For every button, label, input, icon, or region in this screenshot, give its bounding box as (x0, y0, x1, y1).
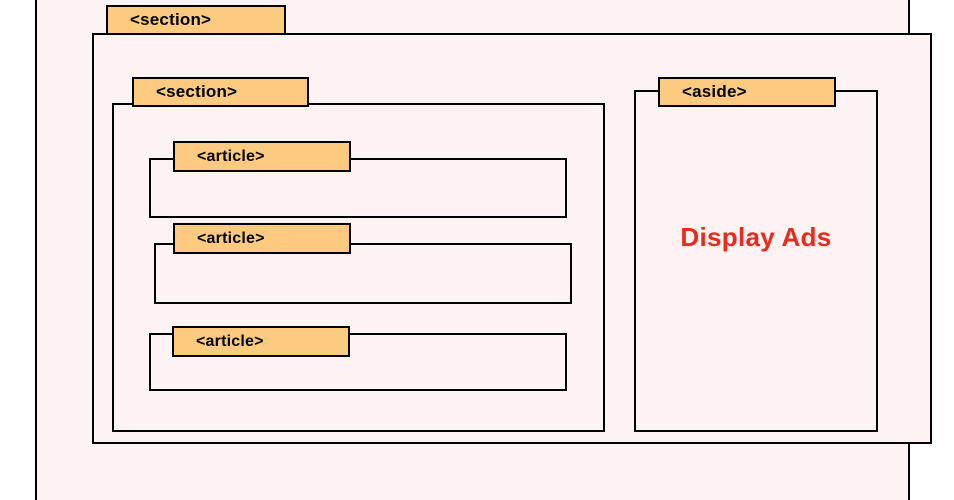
tag-aside[interactable]: <aside> (658, 77, 836, 107)
tag-article-1[interactable]: <article> (173, 141, 351, 172)
tag-article-3[interactable]: <article> (172, 326, 350, 357)
tag-inner-section[interactable]: <section> (132, 77, 309, 107)
region-aside (634, 90, 878, 432)
tag-main-section[interactable]: <section> (106, 5, 286, 35)
page-frame: <section> <section> <article> <article> … (35, 0, 932, 500)
display-ads-caption: Display Ads (680, 222, 832, 252)
tag-article-2[interactable]: <article> (173, 223, 351, 254)
